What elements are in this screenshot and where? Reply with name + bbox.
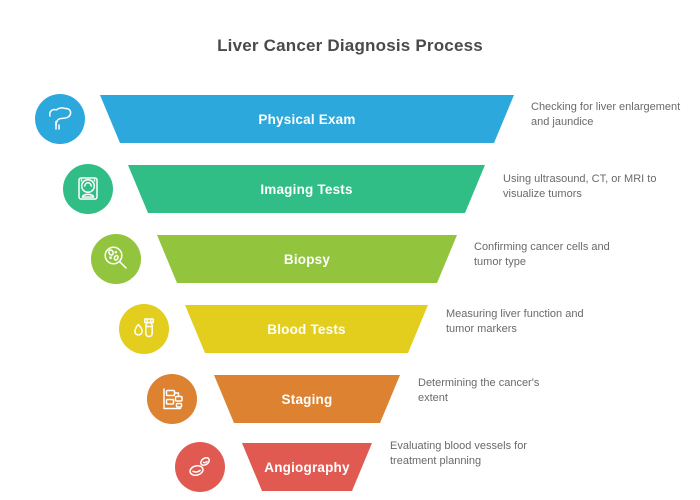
- funnel-description: Determining the cancer's extent: [418, 377, 540, 404]
- ct-scanner-icon: [78, 177, 98, 200]
- funnel-description: Confirming cancer cells and tumor type: [474, 241, 610, 268]
- funnel-bar-physical-exam: Physical Exam: [100, 95, 514, 143]
- funnel-bar-biopsy: Biopsy: [157, 235, 457, 283]
- funnel-description: Evaluating blood vessels for treatment p…: [390, 440, 527, 467]
- funnel-bar-staging: Staging: [214, 375, 400, 423]
- staging-icon-circle: [147, 374, 197, 424]
- funnel-bar-label: Imaging Tests: [260, 181, 353, 197]
- funnel-bar-angiography: Angiography: [242, 443, 372, 491]
- page-title: Liver Cancer Diagnosis Process: [217, 36, 483, 55]
- blood-tests-icon-circle: [119, 304, 169, 354]
- biopsy-icon-circle: [91, 234, 141, 284]
- funnel-description: Checking for liver enlargement and jaund…: [531, 101, 681, 128]
- funnel-bar-blood-tests: Blood Tests: [185, 305, 428, 353]
- angiography-icon-circle: [175, 442, 225, 492]
- imaging-tests-icon-circle: [63, 164, 113, 214]
- funnel-description: Using ultrasound, CT, or MRI to visualiz…: [503, 173, 657, 200]
- funnel-bar-label: Physical Exam: [258, 111, 356, 127]
- liver-icon: [49, 107, 72, 130]
- funnel-bar-label: Angiography: [264, 459, 350, 475]
- funnel-description: Measuring liver function and tumor marke…: [446, 308, 584, 335]
- staging-flowchart-icon: [163, 388, 183, 410]
- funnel-bar-imaging-tests: Imaging Tests: [128, 165, 485, 213]
- funnel-bar-label: Blood Tests: [267, 321, 346, 337]
- blood-drop-test-tube-icon: [134, 318, 154, 338]
- magnifier-cells-icon: [104, 246, 127, 269]
- funnel-bar-label: Staging: [281, 391, 333, 407]
- physical-exam-icon-circle: [35, 94, 85, 144]
- blood-cells-icon: [189, 457, 210, 476]
- funnel-bar-label: Biopsy: [283, 251, 331, 267]
